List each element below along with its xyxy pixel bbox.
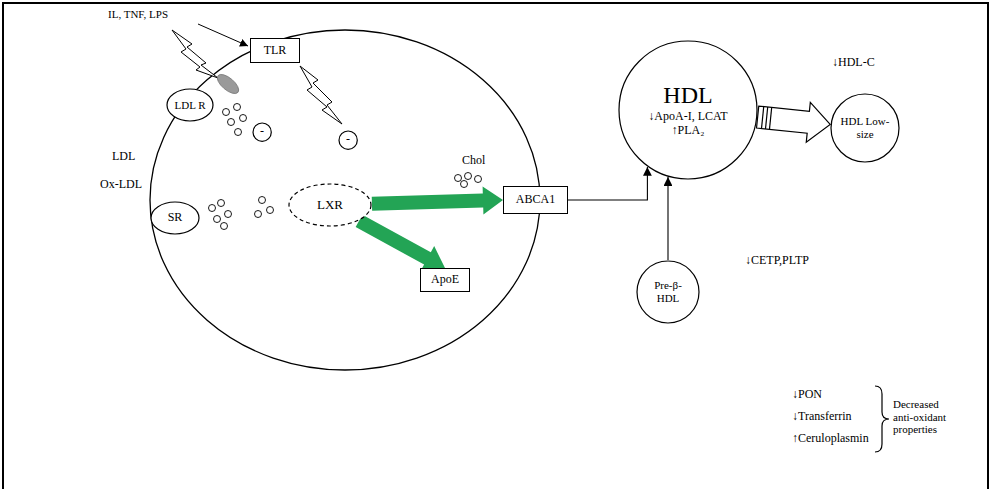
node-text: LXR: [317, 198, 343, 213]
connector-arrow: [668, 177, 669, 260]
cell-membrane: [150, 30, 540, 370]
annotation-label: IL, TNF, LPS: [108, 8, 168, 21]
arrow-line: [568, 167, 647, 200]
arrow-line: [667, 177, 668, 260]
node-text: -: [260, 125, 264, 139]
node-text-group: LXR: [317, 198, 343, 213]
node-outline-shape: [289, 184, 371, 226]
node-outline-shape: [253, 123, 271, 141]
vesicle-dot: [240, 115, 247, 122]
annotation-label: ↓CETP,PLTP: [745, 254, 809, 268]
annotation-label: ↓Transferrin: [792, 410, 852, 424]
annotation-label: ↓PON: [792, 388, 822, 402]
arrow-body: [372, 187, 503, 215]
vesicle-dot: [234, 104, 241, 111]
vesicle-dot: [209, 205, 216, 212]
lightning-bolt: [172, 30, 218, 78]
receptor-box: TLR: [250, 38, 300, 63]
block-arrow: [372, 187, 503, 215]
annotation-label: LDL: [112, 150, 135, 164]
hollow-arrow: [757, 102, 831, 142]
node-text-group: ABCA1: [516, 193, 555, 207]
receptor-ellipse: SR: [150, 201, 200, 235]
vesicle-dot: [221, 223, 228, 230]
curly-brace: [875, 386, 889, 452]
nuclear-receptor-ellipse: LXR: [288, 183, 372, 227]
node-text-group: HDL↓ApoA-I, LCAT↑PLA₂: [648, 82, 727, 137]
annotation-label: ↓HDL-C: [832, 56, 875, 70]
node-outline-shape: [831, 94, 899, 162]
vesicle-dot: [228, 119, 235, 126]
node-text-group: SR: [168, 211, 183, 225]
block-arrow: [356, 215, 445, 271]
node-text-group: -: [260, 125, 264, 139]
arrow-stripe: [762, 107, 764, 129]
vesicle-dot: [259, 197, 266, 204]
arrow-stripe: [769, 107, 771, 129]
node-text: ApoE: [431, 273, 459, 287]
receptor-symbol: [214, 71, 242, 97]
vesicle-dot: [455, 175, 462, 182]
lightning-bolt: [300, 66, 342, 124]
vesicle-dot: [235, 129, 242, 136]
arrow-stripe: [765, 107, 767, 129]
inhibition-circle: -: [338, 130, 358, 150]
vesicle-dot: [255, 211, 262, 218]
annotation-label: Decreased anti-oxidant properties: [893, 398, 959, 436]
node-text: ABCA1: [516, 193, 555, 207]
transporter-box: ABCA1: [503, 186, 568, 214]
node-outline-shape: [167, 89, 213, 121]
node-text: HDL: [648, 82, 727, 110]
vesicle-dot: [267, 207, 274, 214]
node-outline-shape: [637, 261, 699, 323]
annotation-label: Ox-LDL: [100, 178, 142, 192]
node-text: Pre-β-HDL: [643, 279, 693, 304]
vesicle-dot: [465, 173, 472, 180]
node-text-group: HDL Low-size: [838, 115, 892, 140]
node-outline-shape: [151, 202, 199, 234]
annotation-label: ↑Ceruloplasmin: [792, 432, 869, 446]
node-text: HDL Low-size: [838, 115, 892, 140]
connector-arrow: [568, 167, 647, 200]
arrow-body: [356, 215, 445, 271]
signal-arrow: [198, 24, 248, 46]
node-text: TLR: [264, 44, 287, 58]
vesicle-dot: [214, 216, 221, 223]
node-text: SR: [168, 211, 183, 225]
lipoprotein-circle: HDL Low-size: [830, 93, 900, 163]
vesicle-dot: [475, 176, 482, 183]
node-outline-shape: [339, 131, 357, 149]
arrow-body: [757, 102, 831, 142]
node-text-group: Pre-β-HDL: [643, 279, 693, 304]
node-text: LDL R: [174, 99, 205, 112]
vesicle-dot: [218, 200, 225, 207]
node-text: -: [346, 133, 350, 147]
frame-border: [3, 3, 988, 489]
node-outline-shape: [619, 41, 757, 179]
node-text-group: -: [346, 133, 350, 147]
vesicle-dot: [461, 181, 468, 188]
inhibition-circle: -: [252, 122, 272, 142]
vesicle-dot: [225, 211, 232, 218]
node-text-group: ApoE: [431, 273, 459, 287]
lipoprotein-circle: HDL↓ApoA-I, LCAT↑PLA₂: [618, 40, 758, 180]
annotation-label: Chol: [462, 154, 485, 168]
receptor-ellipse: LDL R: [166, 88, 214, 122]
node-text: ↑PLA₂: [648, 124, 727, 138]
node-text-group: TLR: [264, 44, 287, 58]
node-text-group: LDL R: [174, 99, 205, 112]
vesicle-dot: [223, 109, 230, 116]
vesicle-dots: [209, 104, 482, 230]
protein-box: ApoE: [420, 268, 470, 292]
node-text: ↓ApoA-I, LCAT: [648, 110, 727, 124]
lipoprotein-circle: Pre-β-HDL: [636, 260, 700, 324]
